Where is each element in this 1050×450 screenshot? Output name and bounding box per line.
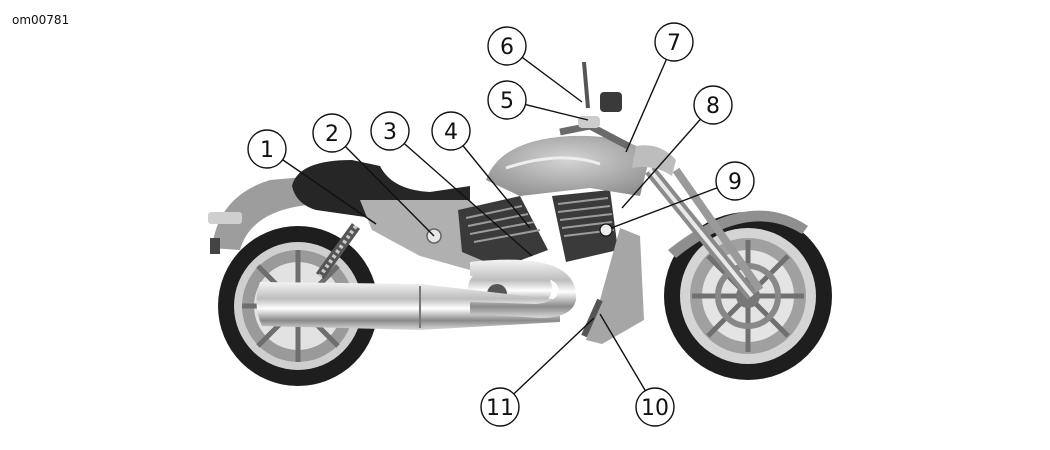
callout-number: 4	[444, 120, 458, 145]
callout-8: 8	[621, 85, 733, 209]
callout-6: 6	[487, 26, 583, 103]
callout-number: 11	[486, 396, 514, 421]
callouts: 1 2 3 4 5 6 7	[247, 22, 755, 427]
callout-number: 7	[667, 31, 681, 56]
exhaust	[256, 259, 577, 330]
callout-number: 8	[706, 94, 720, 119]
footpeg	[581, 298, 603, 338]
callout-10: 10	[599, 313, 675, 427]
callout-2: 2	[312, 113, 435, 237]
callout-5: 5	[487, 80, 589, 121]
callout-number: 6	[500, 35, 514, 60]
callout-number: 3	[383, 120, 397, 145]
callout-9: 9	[599, 161, 755, 237]
callout-number: 9	[728, 170, 742, 195]
callout-number: 10	[641, 396, 669, 421]
callout-number: 1	[260, 138, 274, 163]
callout-7: 7	[625, 22, 694, 153]
fuel-tank	[486, 135, 650, 196]
front-fork	[645, 166, 764, 300]
headlamp-housing	[632, 145, 676, 176]
callout-1: 1	[247, 129, 377, 225]
callout-4: 4	[431, 111, 531, 229]
callout-number: 2	[325, 122, 339, 147]
rear-shock	[315, 223, 361, 279]
callout-11: 11	[480, 317, 595, 427]
handlebars	[559, 61, 630, 150]
callout-3: 3	[370, 111, 533, 257]
figure-id: om00781	[12, 13, 70, 27]
callout-number: 5	[500, 89, 514, 114]
